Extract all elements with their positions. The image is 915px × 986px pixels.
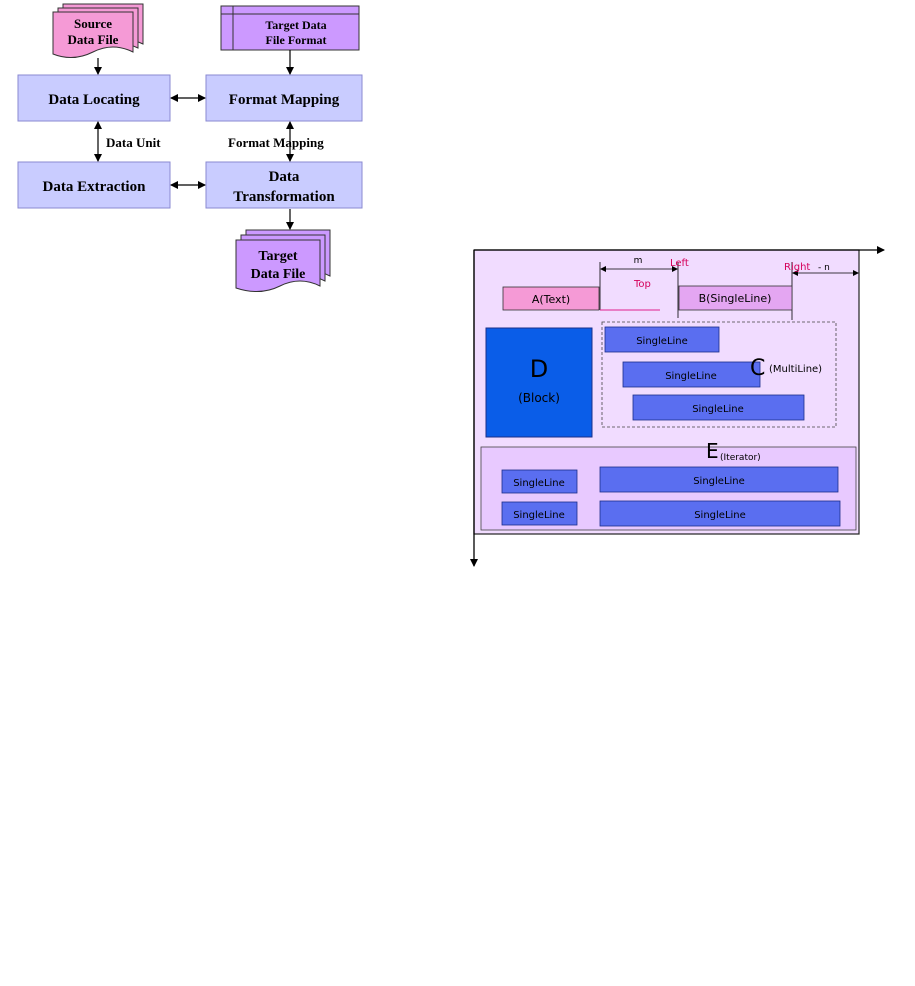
n-label: - n [818, 263, 830, 273]
flowchart: Source Data File Target Data File Format… [17, 3, 363, 292]
c-multiline-label: (MultiLine) [769, 364, 822, 375]
data-transformation-line1: Data [269, 169, 300, 185]
a-text-box [502, 286, 600, 311]
target-format-node: Target Data File Format [220, 5, 360, 51]
c-singleline-2-label: SingleLine [665, 371, 717, 382]
data-transformation-node: Data Transformation [205, 161, 363, 209]
format-mapping-node: Format Mapping [205, 74, 363, 122]
data-extraction-node: Data Extraction [17, 161, 171, 209]
e-singleline-2-label: SingleLine [693, 476, 745, 487]
data-locating-label: Data Locating [48, 92, 140, 108]
target-file-line1: Target [258, 249, 297, 264]
e-singleline-1 [501, 469, 578, 494]
e-singleline-3 [501, 501, 578, 526]
target-format-line1: Target Data [265, 18, 326, 32]
format-mapping-edge-label: Format Mapping [228, 135, 324, 150]
d-block-box [485, 327, 593, 438]
c-singleline-1-label: SingleLine [636, 336, 688, 347]
e-iterator-label: (Iterator) [720, 453, 761, 463]
d-letter: D [530, 355, 548, 383]
data-locating-node: Data Locating [17, 74, 171, 122]
e-singleline-4-label: SingleLine [694, 510, 746, 521]
format-mapping-label: Format Mapping [229, 92, 340, 108]
data-extraction-label: Data Extraction [43, 179, 147, 195]
a-text-label: A(Text) [532, 293, 570, 306]
e-singleline-4 [599, 500, 841, 527]
c-letter: C [750, 356, 765, 381]
data-unit-label: Data Unit [106, 135, 161, 150]
left-label: Left [670, 258, 689, 269]
target-file-line2: Data File [251, 267, 306, 282]
c-singleline-3-label: SingleLine [692, 404, 744, 415]
right-label: Right [784, 262, 810, 273]
source-data-file-node: Source Data File [52, 3, 144, 58]
data-transformation-line2: Transformation [233, 189, 335, 205]
b-singleline-box [678, 285, 793, 311]
e-singleline-3-label: SingleLine [513, 510, 565, 521]
m-label: m [634, 256, 643, 266]
layout-diagram: m Left Top Right - n A(Text) B(SingleLin… [470, 246, 885, 567]
d-block-label: (Block) [518, 391, 560, 405]
source-file-line2: Data File [68, 32, 119, 47]
b-singleline-label: B(SingleLine) [699, 292, 772, 305]
e-letter: E [706, 439, 719, 463]
target-data-file-node: Target Data File [235, 229, 331, 292]
e-singleline-1-label: SingleLine [513, 478, 565, 489]
source-file-line1: Source [74, 16, 112, 31]
c-singleline-2 [622, 361, 761, 388]
target-format-line2: File Format [266, 33, 327, 47]
e-singleline-2 [599, 466, 839, 493]
c-singleline-3 [632, 394, 805, 421]
c-singleline-1 [604, 326, 720, 353]
top-label: Top [633, 279, 651, 290]
